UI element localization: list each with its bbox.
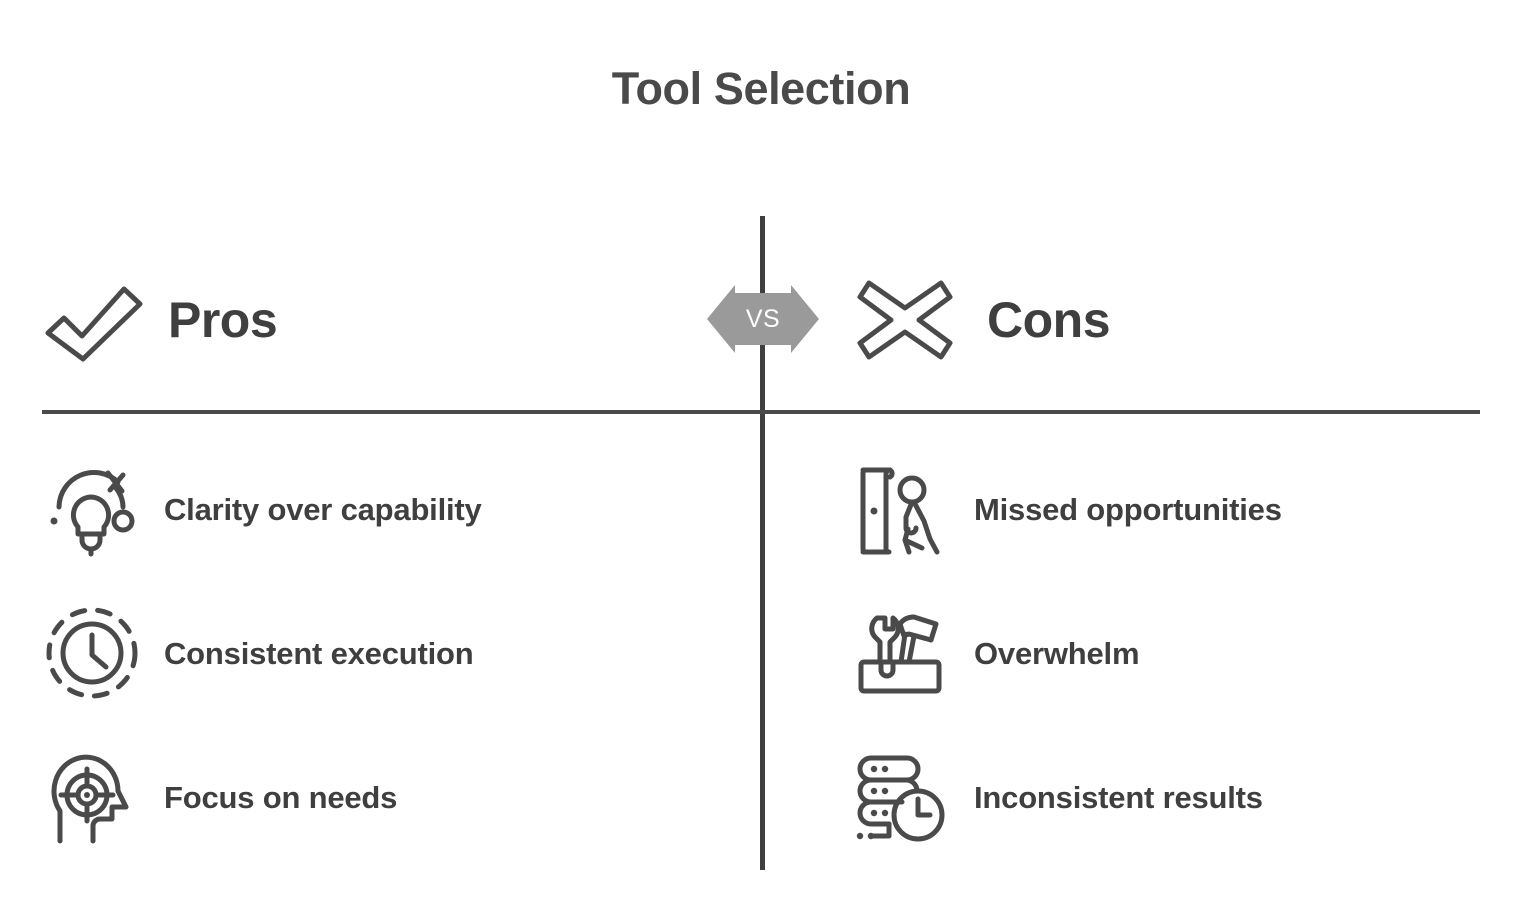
- cons-heading: Cons: [987, 292, 1111, 348]
- page-title: Tool Selection: [611, 63, 911, 114]
- list-item-label: Focus on needs: [164, 779, 398, 815]
- vs-badge: VS: [707, 283, 819, 355]
- column-header-cons: Cons: [855, 270, 1111, 370]
- check-mark-icon: [45, 286, 143, 362]
- list-item-label: Consistent execution: [164, 635, 474, 671]
- server-clock-icon: [856, 755, 945, 842]
- list-item: Missed opportunities: [852, 461, 1282, 557]
- lightbulb-idea-icon: [50, 470, 135, 557]
- vs-arrow-shape: [707, 285, 819, 353]
- column-header-pros: Pros: [44, 270, 278, 370]
- vertical-divider: [760, 216, 765, 870]
- list-item-label: Overwhelm: [974, 635, 1140, 671]
- clock-dashed-icon: [46, 607, 138, 699]
- pros-heading: Pros: [168, 292, 278, 348]
- list-item-label: Clarity over capability: [164, 491, 482, 527]
- person-leaving-door-icon: [860, 467, 940, 555]
- list-item-label: Missed opportunities: [974, 491, 1282, 527]
- head-target-icon: [51, 754, 129, 844]
- cross-mark-icon: [857, 280, 953, 360]
- list-item: Focus on needs: [46, 749, 397, 845]
- list-item: Overwhelm: [852, 605, 1140, 701]
- vs-label: VS: [745, 304, 781, 333]
- horizontal-divider: [42, 410, 1480, 414]
- list-item: Inconsistent results: [852, 749, 1263, 845]
- toolbox-tools-icon: [858, 614, 942, 694]
- list-item-label: Inconsistent results: [974, 779, 1263, 815]
- list-item: Clarity over capability: [46, 461, 482, 557]
- list-item: Consistent execution: [46, 605, 474, 701]
